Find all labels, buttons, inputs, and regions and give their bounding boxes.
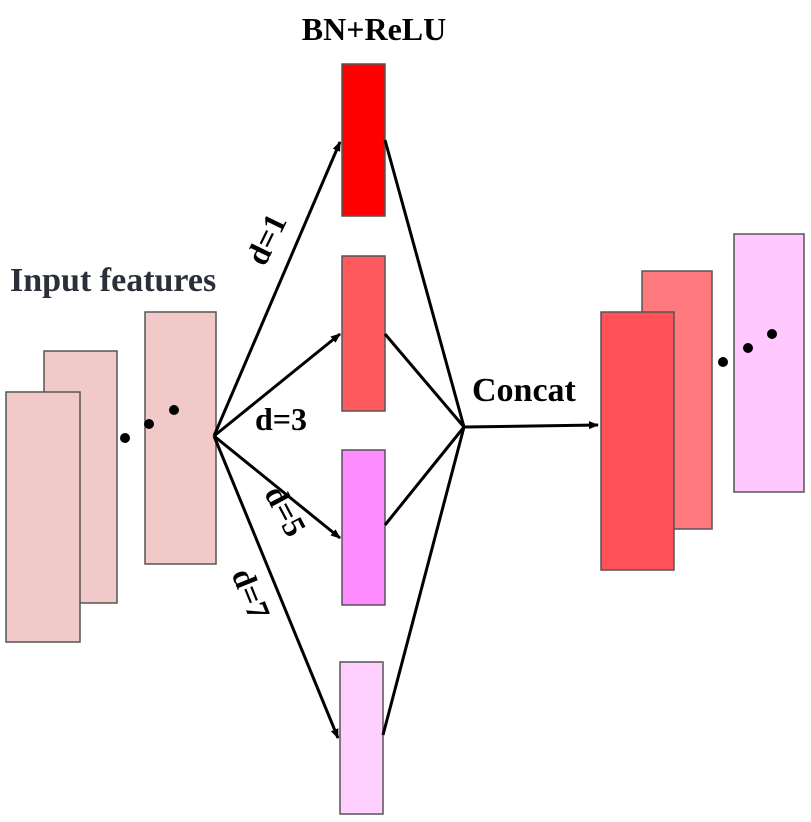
ellipsis-dot <box>169 405 179 415</box>
input-features-label: Input features <box>10 262 216 299</box>
arrow-d5 <box>213 434 341 540</box>
ellipsis-dot <box>144 419 154 429</box>
output-block-back <box>733 233 805 493</box>
ellipsis-dot <box>120 433 130 443</box>
arrow-d1 <box>212 141 342 437</box>
concat-arrow <box>463 421 599 430</box>
output-feature-stack <box>600 233 805 571</box>
merge-lines <box>381 139 599 736</box>
ellipsis-dot <box>743 343 753 353</box>
input-feature-stack <box>5 311 217 643</box>
merge-line-d5 <box>383 426 466 526</box>
ellipsis-dot <box>767 329 777 339</box>
input-block-front <box>5 391 81 643</box>
branch-arrows <box>212 141 342 739</box>
merge-line-d1 <box>383 139 466 428</box>
branch-block-d1 <box>341 63 386 217</box>
arrow-d3 <box>213 332 341 438</box>
branch-block-d7 <box>339 661 384 815</box>
d3-label: d=3 <box>255 401 307 437</box>
ellipsis-dot <box>718 357 728 367</box>
d1-label: d=1 <box>239 208 294 271</box>
branch-block-d5 <box>341 449 386 606</box>
d5-label: d=5 <box>258 479 314 542</box>
branch-block-d3 <box>341 255 386 412</box>
merge-line-d3 <box>383 333 466 428</box>
arrow-d7 <box>212 435 340 739</box>
concat-label: Concat <box>472 372 577 409</box>
merge-line-d7 <box>381 426 466 736</box>
input-block-last <box>144 311 217 565</box>
output-block-front <box>600 311 675 571</box>
bn-relu-label: BN+ReLU <box>302 11 446 47</box>
branch-blocks <box>339 63 386 815</box>
